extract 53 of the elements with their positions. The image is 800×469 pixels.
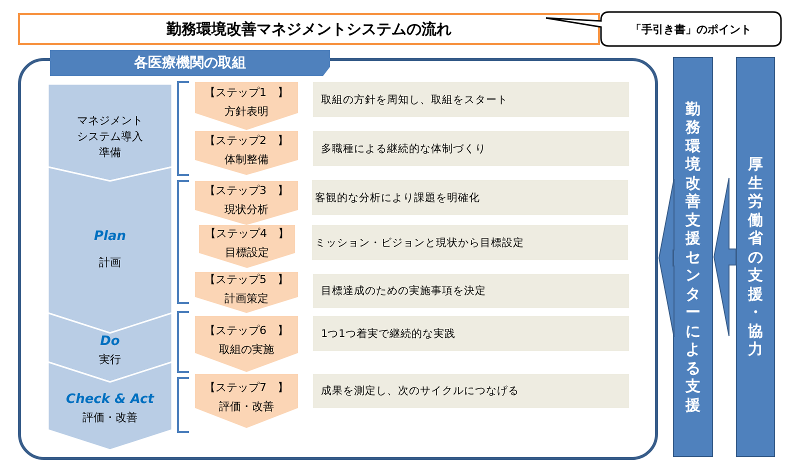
- step-number: 【ステップ4 】: [205, 226, 289, 242]
- step-band: [195, 272, 298, 313]
- description-panel: [313, 131, 629, 166]
- rounded-frame: [18, 50, 658, 460]
- phase-label: 評価・改善: [82, 410, 138, 426]
- description-panel: [313, 274, 629, 308]
- description-text: 客観的な分析により課題を明確化: [315, 190, 481, 204]
- step-band: [195, 181, 298, 225]
- description-text: 取組の方針を周知し、取組をスタート: [321, 92, 509, 106]
- phase-name: Do: [100, 332, 120, 350]
- step-band: [195, 82, 298, 130]
- description-panel: [313, 316, 629, 351]
- vertical-banner: [736, 57, 775, 457]
- banner-text: 勤務環境改善支援センターによる支援: [685, 100, 701, 414]
- group-title-tab: 各医療機関の取組: [50, 50, 330, 76]
- step-number: 【ステップ3 】: [204, 182, 288, 199]
- step-name: 取組の実施: [219, 342, 274, 358]
- phase-label: マネジメントシステム導入準備: [76, 112, 144, 160]
- phase-band: [48, 84, 172, 181]
- step-name: 現状分析: [224, 202, 268, 218]
- step-name: 方針表明: [224, 104, 268, 120]
- phase-label: 実行: [99, 352, 121, 368]
- description-text: 多職種による継続的な体制づくり: [321, 142, 487, 156]
- diagram-title: 勤務環境改善マネジメントシステムの流れ: [18, 13, 600, 45]
- step-number: 【ステップ1 】: [204, 85, 288, 102]
- block-arrow: [658, 178, 674, 338]
- step-band: [195, 316, 298, 372]
- step-band: [199, 225, 295, 268]
- step-name: 評価・改善: [219, 398, 274, 414]
- step-number: 【ステップ2 】: [204, 132, 288, 149]
- description-panel: [312, 180, 628, 215]
- description-panel: [312, 225, 628, 260]
- step-band: [195, 131, 298, 175]
- speech-bubble: [545, 11, 783, 47]
- vertical-banner: [673, 57, 713, 457]
- description-panel: [313, 374, 629, 408]
- step-band: [195, 374, 298, 428]
- block-arrow: [714, 178, 736, 336]
- description-text: 1つ1つ着実で継続的な実践: [321, 326, 456, 340]
- step-number: 【ステップ5 】: [204, 272, 288, 288]
- step-name: 目標設定: [225, 245, 269, 262]
- step-number: 【ステップ7 】: [204, 380, 288, 396]
- phase-name: Check & Act: [66, 391, 154, 409]
- step-name: 計画策定: [224, 291, 268, 308]
- step-name: 体制整備: [224, 152, 268, 168]
- description-text: ミッション・ビジョンと現状から目標設定: [315, 236, 525, 250]
- callout-text: 「手引き書」のポイント: [630, 22, 752, 36]
- banner-text: 厚生労働省の支援・協力: [748, 155, 764, 359]
- description-panel: [313, 82, 629, 117]
- phase-band: [48, 313, 172, 382]
- step-number: 【ステップ6 】: [204, 322, 288, 339]
- description-text: 目標達成のための実施事項を決定: [321, 284, 487, 298]
- description-text: 成果を測定し、次のサイクルにつなげる: [321, 384, 520, 398]
